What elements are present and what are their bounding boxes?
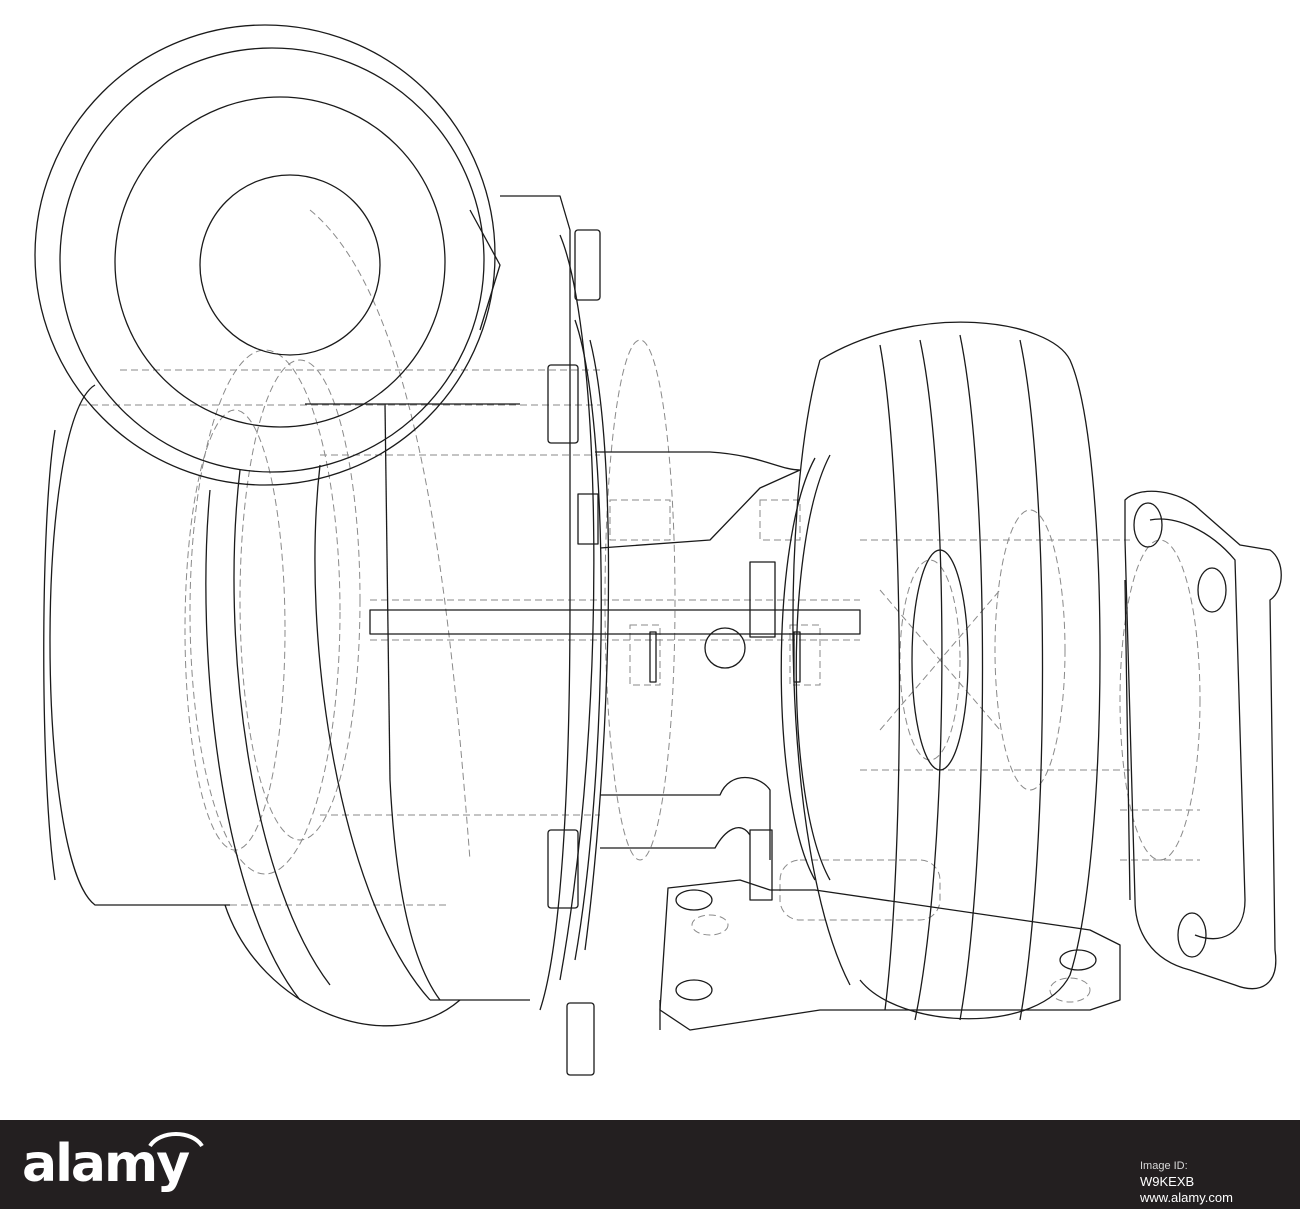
- backplate-flange: [500, 195, 610, 1076]
- turbine-outlet-flange: [1124, 490, 1282, 990]
- compressor-housing: [43, 384, 530, 1027]
- turbine-inlet-flange: [659, 879, 1121, 1031]
- center-housing: [369, 451, 861, 901]
- image-id-block: Image ID: W9KEXB www.alamy.com: [1140, 1158, 1233, 1206]
- alamy-logo: alamy: [22, 1134, 190, 1194]
- compressor-inlet: [34, 24, 501, 486]
- stock-footer-bar: alamy Image ID: W9KEXB www.alamy.com: [0, 1120, 1300, 1209]
- site-url: www.alamy.com: [1140, 1190, 1233, 1205]
- turbine-housing: [780, 321, 1101, 1021]
- image-id-value: W9KEXB: [1140, 1174, 1195, 1189]
- alamy-logo-arch-icon: [148, 1132, 204, 1148]
- turbocharger-wireframe-drawing: [34, 24, 1282, 1076]
- hidden-lines: [80, 209, 1201, 1003]
- image-id-label: Image ID:: [1140, 1160, 1188, 1172]
